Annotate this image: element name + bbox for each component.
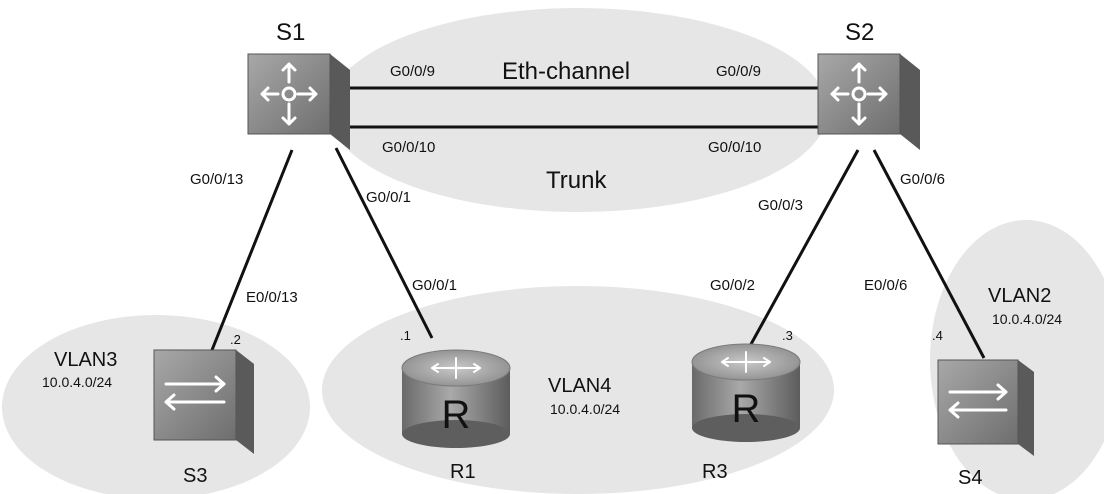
port-s2-g003: G0/0/3: [758, 197, 803, 214]
trunk-zone: [328, 8, 828, 212]
device-name-s2: S2: [845, 19, 874, 46]
router-r1-letter: R: [442, 393, 471, 437]
link-s2-r3: [748, 149, 860, 347]
host-id-s4: .4: [932, 328, 943, 343]
link-s1-s3: [210, 149, 294, 351]
switch-s1-icon[interactable]: [247, 53, 350, 150]
port-s1-g001: G0/0/1: [366, 189, 411, 206]
host-id-r3: .3: [782, 328, 793, 343]
port-s2-g006: G0/0/6: [900, 171, 945, 188]
port-s2-g009: G0/0/9: [716, 63, 761, 80]
link-s2-s4: [872, 149, 986, 359]
link-s1-r1: [334, 147, 434, 339]
vlan2-zone: [930, 220, 1104, 494]
device-name-s4: S4: [958, 467, 982, 489]
port-s1-g0013: G0/0/13: [190, 171, 243, 188]
vlan4-subnet: 10.0.4.0/24: [550, 401, 620, 417]
device-name-r3: R3: [702, 461, 728, 483]
switch-s2-icon[interactable]: [817, 53, 920, 150]
vlan2-name: VLAN2: [988, 285, 1051, 307]
device-name-s3: S3: [183, 465, 207, 487]
host-id-r1: .1: [400, 328, 411, 343]
host-id-s3: .2: [230, 332, 241, 347]
port-r3-g002: G0/0/2: [710, 277, 755, 294]
port-s3-e0013: E0/0/13: [246, 289, 298, 306]
port-s2-g0010: G0/0/10: [708, 139, 761, 156]
port-s1-g0010: G0/0/10: [382, 139, 435, 156]
vlan4-name: VLAN4: [548, 375, 611, 397]
router-r1-icon[interactable]: R: [401, 349, 511, 448]
switch-s3-icon[interactable]: [153, 349, 254, 454]
port-r1-g001: G0/0/1: [412, 277, 457, 294]
device-name-s1: S1: [276, 19, 305, 46]
router-r3-letter: R: [732, 387, 761, 431]
eth-channel-label: Eth-channel: [502, 58, 630, 85]
port-s4-e006: E0/0/6: [864, 277, 907, 294]
device-name-r1: R1: [450, 461, 476, 483]
vlan2-subnet: 10.0.4.0/24: [992, 311, 1062, 327]
switch-s4-icon[interactable]: [937, 359, 1034, 456]
vlan3-name: VLAN3: [54, 349, 117, 371]
router-r3-icon[interactable]: R: [691, 343, 801, 442]
trunk-label: Trunk: [546, 167, 607, 194]
port-s1-g009: G0/0/9: [390, 63, 435, 80]
vlan3-subnet: 10.0.4.0/24: [42, 374, 112, 390]
